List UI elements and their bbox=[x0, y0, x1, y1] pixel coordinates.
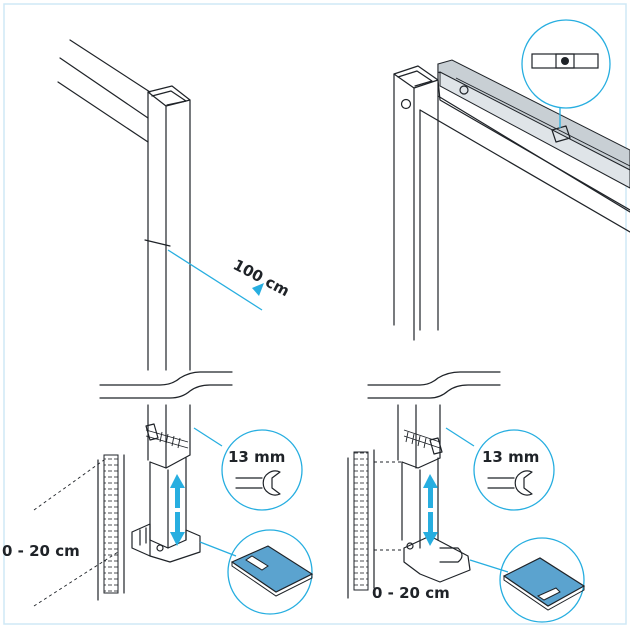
left-shim-callout bbox=[199, 529, 314, 615]
left-range-label: 0 - 20 cm bbox=[2, 542, 80, 560]
right-lower-post bbox=[397, 404, 471, 583]
right-wrench-callout: 13 mm bbox=[445, 427, 555, 511]
wrench-icon bbox=[487, 470, 533, 496]
shim-plate-icon bbox=[502, 557, 586, 611]
height-guide bbox=[167, 249, 264, 311]
left-wrench-size: 13 mm bbox=[228, 448, 285, 466]
left-adjust-arrow bbox=[170, 474, 185, 546]
spirit-level-callout bbox=[521, 19, 611, 128]
left-ruler bbox=[33, 454, 125, 607]
left-break bbox=[99, 371, 233, 399]
height-label: 100 cm bbox=[230, 256, 292, 301]
left-frame-top bbox=[57, 39, 191, 371]
right-ruler bbox=[347, 449, 404, 599]
left-lower-post bbox=[131, 404, 201, 563]
right-shim-callout bbox=[469, 537, 586, 623]
right-adjust-arrow bbox=[423, 474, 438, 546]
right-break bbox=[367, 371, 501, 399]
right-wrench-size: 13 mm bbox=[482, 448, 539, 466]
page-frame bbox=[3, 3, 627, 625]
right-frame-top bbox=[393, 59, 630, 341]
wrench-icon bbox=[235, 470, 281, 496]
shim-plate-icon bbox=[230, 545, 314, 597]
left-wrench-callout: 13 mm bbox=[193, 427, 303, 511]
right-range-label: 0 - 20 cm bbox=[372, 584, 450, 602]
spirit-level-icon bbox=[531, 53, 599, 69]
